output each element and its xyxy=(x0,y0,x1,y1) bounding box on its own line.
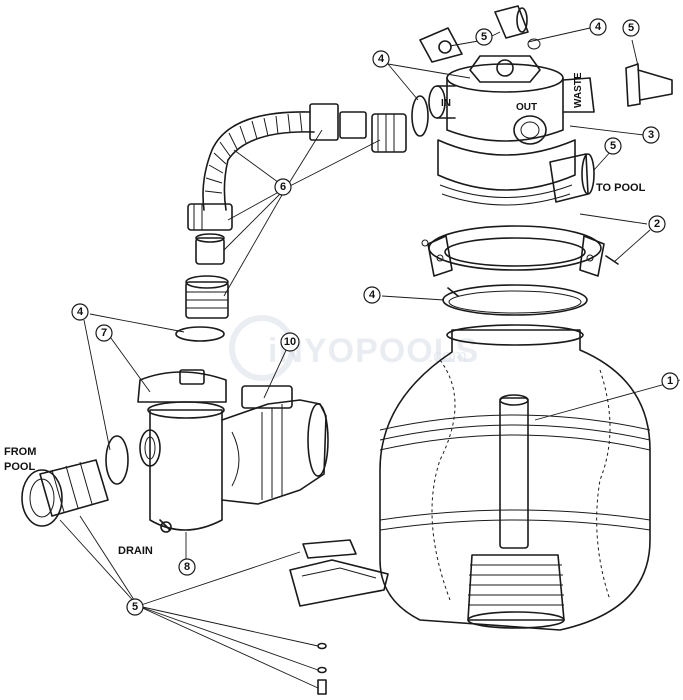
label-to-pool: TO POOL xyxy=(596,182,646,194)
multiport-valve xyxy=(428,55,595,206)
callout-4-left: 4 xyxy=(71,303,89,321)
callout-5-right: 5 xyxy=(622,19,640,37)
callout-6: 6 xyxy=(274,178,292,196)
callout-10-num: 10 xyxy=(284,336,296,348)
callout-2: 2 xyxy=(648,215,666,233)
callout-4c-num: 4 xyxy=(369,289,376,301)
tank-clamp xyxy=(421,225,619,277)
clamp-bolt xyxy=(447,287,459,297)
callout-5c-num: 5 xyxy=(610,140,616,152)
base-plate xyxy=(302,539,357,559)
pump-inlet-union xyxy=(21,459,109,527)
label-drain: DRAIN xyxy=(118,545,153,557)
callout-5-top: 5 xyxy=(475,28,493,46)
leader-lines xyxy=(59,27,681,689)
callout-4d-num: 4 xyxy=(77,306,84,318)
callout-4-top-right: 4 xyxy=(589,18,607,36)
callout-5d-num: 5 xyxy=(132,601,138,613)
label-from-pool-line1: FROM xyxy=(4,446,36,458)
valve-in-o-ring xyxy=(411,95,429,137)
pump-strainer-housing xyxy=(137,369,227,533)
callout-1-num: 1 xyxy=(667,375,673,387)
callout-4a-num: 4 xyxy=(595,21,602,33)
callout-3: 3 xyxy=(642,126,660,144)
tank-o-ring xyxy=(442,284,588,316)
callout-1-visible: 1 xyxy=(661,372,679,390)
port-label-waste: WASTE xyxy=(573,72,584,108)
valve-sight-glass xyxy=(494,5,541,50)
callout-6-num: 6 xyxy=(280,181,286,193)
callout-5-bottom: 5 xyxy=(126,598,144,616)
port-label-out: OUT xyxy=(516,102,537,113)
filter-tank xyxy=(379,324,651,631)
callout-5b-num: 5 xyxy=(628,22,634,34)
callout-5-to-pool: 5 xyxy=(604,137,622,155)
hose-assembly xyxy=(185,103,407,319)
callout-8: 8 xyxy=(178,558,196,576)
valve-gauge xyxy=(419,27,463,63)
callout-8-num: 8 xyxy=(184,561,190,573)
callout-7: 7 xyxy=(95,324,113,342)
watermark-brand: iNYOPOOLS xyxy=(268,332,479,370)
port-label-in: IN xyxy=(441,98,451,109)
callout-4b-num: 4 xyxy=(378,53,385,65)
pump-motor xyxy=(221,385,329,505)
waste-hose-adapter xyxy=(625,63,673,107)
callout-7-num: 7 xyxy=(101,327,107,339)
hardware-nuts-bolts xyxy=(317,642,327,695)
label-from-pool-line2: POOL xyxy=(4,461,35,473)
callout-2-num: 2 xyxy=(654,218,660,230)
callout-4-valve: 4 xyxy=(372,50,390,68)
hose-o-ring xyxy=(175,326,225,342)
watermark: iNYOPOOLS .com xyxy=(229,315,479,381)
filter-base xyxy=(289,559,389,607)
callout-3-num: 3 xyxy=(648,129,654,141)
callout-10: 10 xyxy=(280,332,300,352)
pump-o-ring xyxy=(105,435,129,485)
callout-5a-num: 5 xyxy=(481,31,487,43)
callout-4-tank: 4 xyxy=(363,286,381,304)
